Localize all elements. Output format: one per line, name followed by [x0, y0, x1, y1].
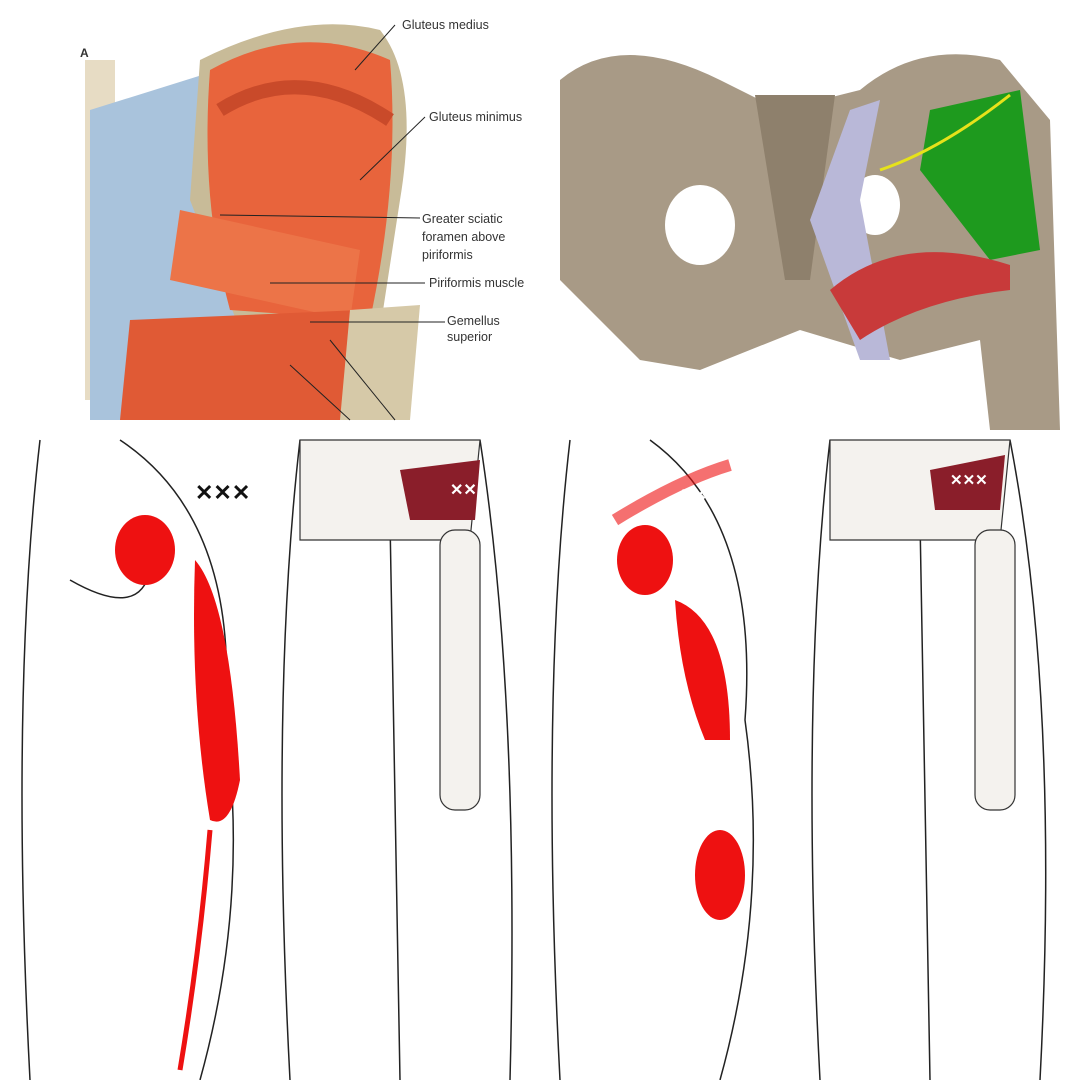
piriformis-muscle-sketch-2 — [930, 455, 1005, 510]
trigger-mark-1: ✕✕✕ — [195, 480, 250, 505]
trigger-point-marks: ✕✕✕ ✕✕ ✕✕✕ ✕✕✕ — [195, 472, 988, 505]
piriformis-red — [830, 252, 1010, 340]
referral-thigh-1 — [194, 560, 240, 822]
referral-thigh-2 — [675, 600, 730, 740]
gluteus-minimus-edge — [216, 80, 394, 126]
trigger-mark-2: ✕✕ — [450, 482, 477, 499]
trigger-mark-3: ✕✕✕ — [680, 487, 720, 504]
femur-greater-trochanter — [340, 305, 420, 420]
label-piriformis: Piriformis muscle — [429, 276, 525, 290]
label-gemellus-2: superior — [447, 330, 493, 344]
referral-calf-2 — [695, 830, 745, 920]
femur-1 — [439, 529, 481, 811]
femur-2 — [974, 529, 1016, 811]
referral-patterns — [115, 459, 745, 1071]
label-greater-sciatic-3: piriformis — [422, 248, 473, 262]
referral-calf-1 — [177, 829, 213, 1071]
gluteal-muscles-illustration — [85, 24, 445, 421]
leg-outline-2 — [281, 439, 513, 1080]
label-gluteus-minimus: Gluteus minimus — [429, 110, 523, 124]
label-greater-sciatic-2: foramen above — [422, 230, 506, 244]
leg-outline-4 — [811, 439, 1047, 1080]
piriformis-muscle — [170, 210, 360, 320]
referral-buttock-2 — [617, 525, 673, 595]
superior-gluteal-nerve — [879, 93, 1011, 172]
piriformis-muscle-sketch-1 — [400, 460, 480, 520]
gluteus-minimus-green — [920, 90, 1040, 260]
panel-letter: A — [80, 46, 89, 60]
leg-outline-3 — [551, 439, 755, 1080]
trigger-mark-4: ✕✕✕ — [950, 472, 988, 489]
leader-lines — [219, 24, 445, 421]
label-greater-sciatic-1: Greater sciatic — [422, 212, 503, 226]
label-gluteus-medius: Gluteus medius — [402, 18, 489, 32]
referral-sacral-2 — [611, 459, 732, 526]
obturator-foramen-left — [665, 185, 735, 265]
referral-buttock-1 — [115, 515, 175, 585]
skeletons — [299, 439, 1016, 811]
gemellus-obturator-muscles — [120, 310, 370, 420]
pelvis-illustration — [560, 54, 1060, 431]
label-gemellus-1: Gemellus — [447, 314, 500, 328]
